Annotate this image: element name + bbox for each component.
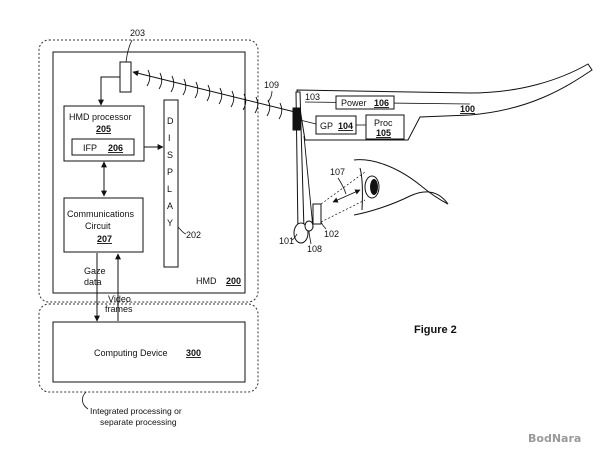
display-letter: L [167, 184, 172, 194]
hmd-group-dashed-border [38, 39, 259, 303]
integrated-note-leader [82, 391, 89, 410]
eye-pupil [370, 179, 378, 195]
comm-ref: 207 [97, 234, 112, 244]
sensor-ref: 203 [130, 28, 145, 38]
ifp-ref: 206 [108, 143, 123, 153]
power-title: Power [341, 98, 367, 108]
eye-outline-lower [353, 191, 449, 216]
proc-title: Proc [374, 118, 393, 128]
transmitter-ref: 103 [305, 92, 320, 102]
lens-ref: 101 [279, 236, 294, 246]
watermark-logo: BodNara [528, 432, 581, 445]
device-group-dashed-border [38, 303, 259, 393]
gaze-ref-leader [337, 177, 347, 195]
display-letter: S [167, 150, 173, 160]
integrated-note-line2: separate processing [100, 417, 177, 427]
gaze-double-arrow [332, 189, 361, 203]
signal-arrow [132, 70, 296, 113]
ifp-box [71, 138, 135, 156]
sensor-to-processor-line [98, 76, 120, 106]
eye-lid [359, 167, 363, 211]
gaze-label-2: data [84, 277, 102, 287]
computing-device-box [52, 321, 246, 383]
front-frame-inner [303, 135, 314, 229]
display-box [163, 99, 179, 268]
gaze-lines [320, 171, 366, 223]
gp-ref: 104 [338, 121, 353, 131]
hmd-box [52, 51, 246, 294]
lens-leader [291, 233, 298, 241]
camera-leader [320, 221, 327, 230]
transmitter-103 [292, 107, 301, 131]
computing-device-ref: 300 [186, 348, 201, 358]
proc-box [365, 114, 405, 140]
wireless-signal [132, 69, 296, 120]
camera-ref: 102 [324, 229, 339, 239]
computing-device-title: Computing Device [94, 348, 168, 358]
gp-title: GP [320, 121, 333, 131]
hmd-label-text: HMD [196, 276, 217, 286]
integrated-note-line1: Integrated processing or [90, 406, 182, 416]
proc-ref: 105 [376, 128, 391, 138]
ifp-title: IFP [83, 143, 97, 153]
gaze-ref: 107 [330, 167, 345, 177]
illuminator-leader [308, 230, 312, 245]
camera-102 [312, 203, 322, 225]
eye-illustration [353, 159, 449, 216]
comm-line1: Communications [67, 209, 135, 219]
figure-title: Figure 2 [414, 324, 457, 336]
display-letter: A [167, 201, 173, 211]
transmitter-gp-connector [299, 119, 317, 125]
signal-ref: 109 [264, 80, 279, 90]
illuminator-ref: 108 [307, 244, 322, 254]
display-letters: D I S P L A Y [167, 116, 174, 228]
display-letter: I [168, 133, 171, 143]
signal-leader [267, 90, 273, 103]
display-leader [177, 226, 187, 235]
power-box [335, 95, 395, 110]
hmd-processor-title: HMD processor [69, 112, 132, 122]
eye-outline-upper [353, 159, 449, 205]
lens-101 [293, 222, 309, 244]
comm-line2: Circuit [85, 221, 111, 231]
hmd-label: HMD 200 [196, 276, 241, 286]
display-letter: D [167, 116, 174, 126]
display-ref: 202 [186, 230, 201, 240]
hmd-processor-ref: 205 [96, 124, 111, 134]
gaze-line-bottom [320, 199, 366, 223]
glasses-ref: 100 [460, 104, 475, 114]
video-label-1: Video [108, 294, 131, 304]
signal-wave [146, 69, 283, 120]
video-label-2: frames [105, 304, 133, 314]
power-ref: 106 [374, 98, 389, 108]
display-letter: P [167, 167, 173, 177]
hmd-ref: 200 [226, 276, 241, 286]
gaze-line-top [320, 171, 366, 205]
sensor-203 [119, 61, 132, 93]
glasses-frame [292, 63, 593, 244]
illuminator-108 [304, 220, 314, 232]
display-letter: Y [167, 218, 173, 228]
sensor-leader [125, 39, 133, 63]
comm-circuit-box [63, 197, 144, 253]
gaze-label-1: Gaze [84, 266, 106, 276]
